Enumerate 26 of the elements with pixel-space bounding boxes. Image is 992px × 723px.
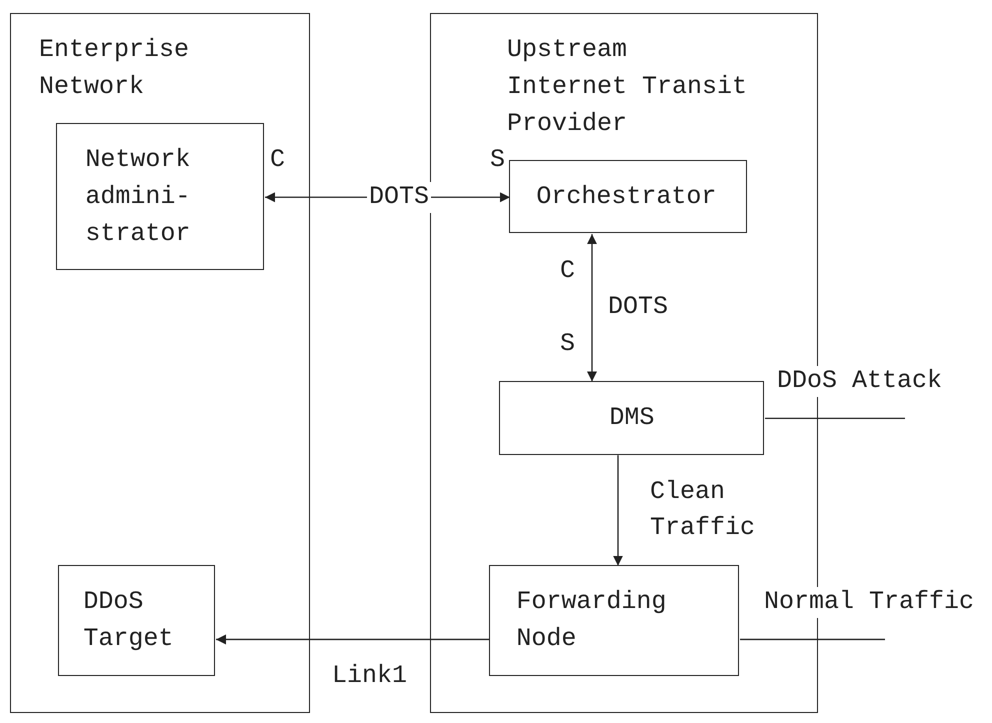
endpoint-label: C [559,256,576,286]
connector-line [740,638,885,640]
connector-line [765,418,905,419]
node-label: DMS [608,402,656,434]
group-box [10,13,310,714]
process-box [56,122,264,270]
process-box [499,380,764,455]
node-label: Network admini- strator [85,144,192,250]
endpoint-label: C [269,144,286,176]
link-label: Link1 [331,660,408,692]
arrow [587,234,597,382]
edge-label: Clean Traffic [650,476,756,544]
arrow [216,634,490,644]
arrow [613,455,623,566]
edge-label: DOTS [607,292,670,324]
process-box [58,565,216,676]
node-label: Orchestrator [536,180,718,213]
node-label: Enterprise Network [39,34,190,103]
edge-label: DOTS [367,182,432,213]
node-label: Forwarding Node [516,586,668,655]
process-box [509,160,748,234]
endpoint-label: S [489,144,506,176]
endpoint-label: S [559,329,576,360]
process-box [489,565,740,676]
node-label: Upstream Internet Transit Provider [507,34,748,140]
node-label: DDoS Target [83,586,174,655]
